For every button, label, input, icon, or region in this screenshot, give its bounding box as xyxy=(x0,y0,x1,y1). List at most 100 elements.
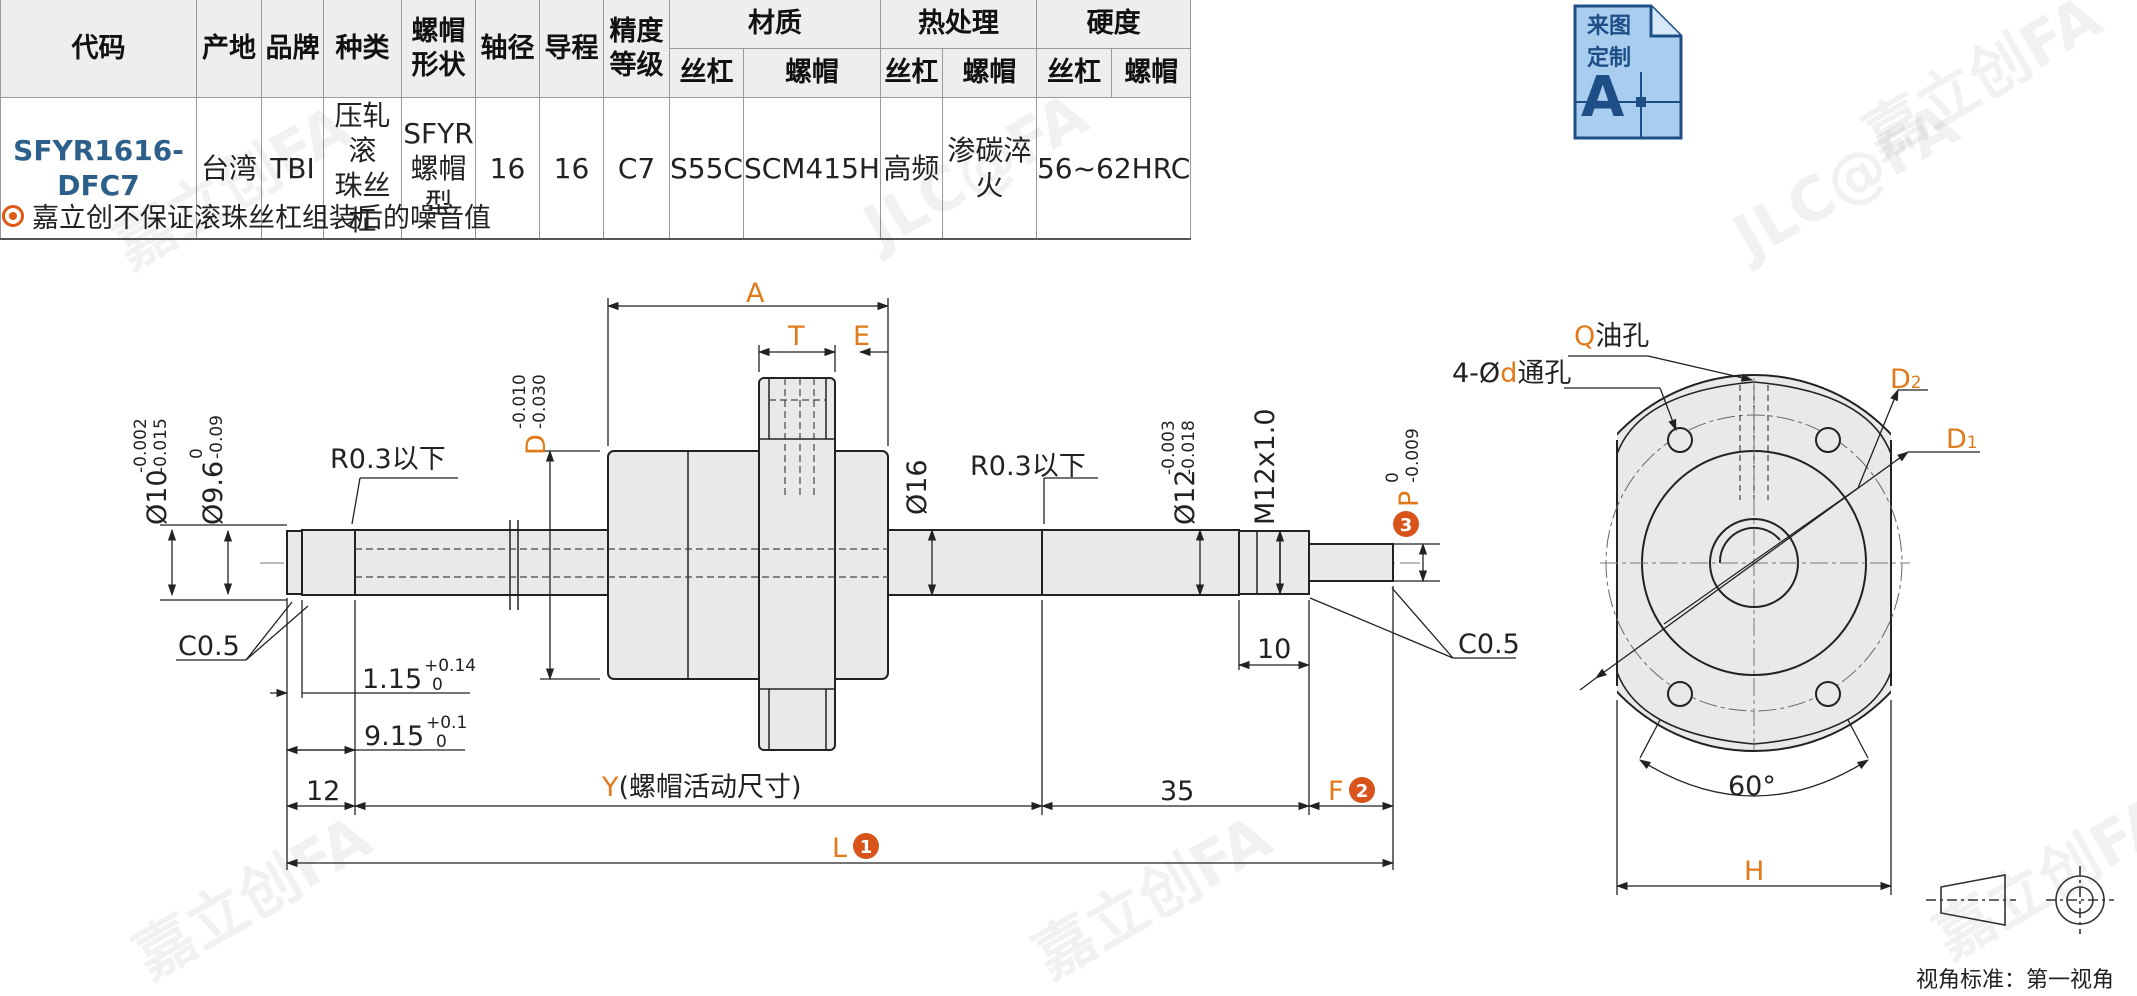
custom-drawing-badge-icon xyxy=(1573,4,1683,140)
side-view: Q油孔 4-Ød通孔 D2 D1 60° H xyxy=(1452,321,1980,895)
header-heat-treatment: 热处理 xyxy=(879,0,1037,49)
dia10-label: Ø10 xyxy=(142,469,173,525)
header-nut-shape-line1: 螺帽 xyxy=(411,15,466,47)
tol-p-up: 0 xyxy=(1383,472,1403,483)
l-badge-number: 1 xyxy=(860,837,873,858)
dim-a-label: A xyxy=(746,278,765,309)
tol-p-low: -0.009 xyxy=(1403,428,1423,483)
holes-d: d xyxy=(1500,358,1517,389)
holes-desc: 通孔 xyxy=(1517,358,1571,389)
watermark-logo: JLC@FA xyxy=(849,80,1100,265)
cell-material-nut: SCM415H xyxy=(742,97,881,240)
dim-e-label: E xyxy=(853,321,870,352)
cell-nut-shape-line1: SFYR xyxy=(403,116,474,150)
cell-hardness: 56~62HRC xyxy=(1035,97,1192,240)
header-nut-shape-line2: 形状 xyxy=(411,49,466,81)
cell-brand: TBI xyxy=(261,97,324,240)
cell-type-line2: 珠丝杠 xyxy=(334,169,391,237)
cell-code: SFYR1616-DFC7 xyxy=(0,97,197,240)
r03-left-label: R0.3以下 xyxy=(330,444,446,475)
shaft-bearing-left xyxy=(301,529,356,596)
spec-table: 代码 产地 品牌 种类 螺帽形状 轴径 导程 精度等级 材质 热处理 硬度 丝杠… xyxy=(0,0,1192,240)
subheader-heat-screw: 丝杠 xyxy=(879,48,943,98)
tol-9-15-up: +0.1 xyxy=(426,713,467,733)
dim-t-label: T xyxy=(787,321,805,352)
cell-precision: C7 xyxy=(603,97,670,240)
d1-sub: 1 xyxy=(1967,433,1978,453)
notice-bullet-icon xyxy=(2,204,24,227)
front-view-labels: A T E D -0.010 -0.030 Ø10 -0.002 -0.015 … xyxy=(131,278,1520,864)
cell-lead: 16 xyxy=(539,97,604,240)
tol-9-6-up: 0 xyxy=(187,448,207,459)
cell-origin: 台湾 xyxy=(196,97,262,240)
dim-12-label: 12 xyxy=(306,776,340,807)
dim-f-label: F xyxy=(1328,776,1344,807)
header-shaft-dia: 轴径 xyxy=(475,0,540,98)
cell-type-line1: 压轧滚 xyxy=(334,99,391,167)
d2-sub: 2 xyxy=(1911,373,1922,393)
header-hardness: 硬度 xyxy=(1035,0,1192,49)
badge-line2: 定制 xyxy=(1587,46,1632,71)
shaft-support-right xyxy=(1041,529,1240,596)
subheader-hardness-nut: 螺帽 xyxy=(1111,48,1192,98)
tol-9-15-low: 0 xyxy=(436,732,447,752)
c05-left-label: C0.5 xyxy=(178,631,240,662)
watermark-brand-3: 嘉立创FA xyxy=(123,802,384,993)
dim-1-15-label: 1.15 xyxy=(362,664,422,695)
c05-right-label: C0.5 xyxy=(1458,629,1520,660)
dim-y-label: Y xyxy=(601,772,619,803)
tol-12-low: -0.018 xyxy=(1179,420,1199,475)
cell-nut-shape-line2: 螺帽型 xyxy=(410,151,467,220)
r03-right-label: R0.3以下 xyxy=(970,451,1086,482)
bolt-hole-icon xyxy=(1667,427,1693,453)
tol-12-up: -0.003 xyxy=(1159,420,1179,475)
l-badge-icon xyxy=(853,833,879,859)
d2-letter: D xyxy=(1890,364,1911,395)
header-precision-line1: 精度 xyxy=(609,15,664,47)
tol-9-6-low: -0.09 xyxy=(207,415,227,459)
header-precision-line2: 等级 xyxy=(609,49,664,81)
q-label: Q xyxy=(1574,321,1595,352)
nut-flange xyxy=(758,377,836,751)
header-nut-shape: 螺帽形状 xyxy=(401,0,476,98)
shaft-thread-right xyxy=(887,529,1043,596)
dia16-label: Ø16 xyxy=(902,459,933,515)
shaft-m12-thread xyxy=(1238,530,1310,595)
watermark-brand-4: 嘉立创FA xyxy=(1023,802,1284,993)
cell-type: 压轧滚珠丝杠 xyxy=(323,97,402,240)
subheader-heat-nut: 螺帽 xyxy=(941,48,1037,98)
dim-d-label: D xyxy=(521,434,552,455)
view-standard-label: 视角标准：第一视角 xyxy=(1916,968,2115,993)
bolt-hole-icon xyxy=(1815,681,1841,707)
d2-label: D2 xyxy=(1890,364,1922,395)
watermark-brand-5: 嘉立创FA xyxy=(1923,782,2137,973)
dim-9-15-label: 9.15 xyxy=(364,721,424,752)
notice-text: 嘉立创不保证滚珠丝杠组装后的噪音值 xyxy=(32,203,491,234)
dimension-lines xyxy=(160,298,1516,870)
dim-10-label: 10 xyxy=(1257,634,1291,665)
header-code: 代码 xyxy=(0,0,197,98)
dim-y-desc: (螺帽活动尺寸) xyxy=(619,772,802,803)
tol-1-15-up: +0.14 xyxy=(424,656,476,676)
shaft-end-left xyxy=(286,530,303,595)
tol-d-up: -0.010 xyxy=(510,374,530,429)
dim-35-label: 35 xyxy=(1160,776,1194,807)
header-brand: 品牌 xyxy=(261,0,324,98)
subheader-material-nut: 螺帽 xyxy=(742,48,881,98)
badge-letter: A xyxy=(1581,65,1625,130)
cell-material-screw: S55C xyxy=(669,97,744,240)
dim-y-group: Y(螺帽活动尺寸) xyxy=(601,772,802,803)
tol-10-up: -0.002 xyxy=(131,418,151,473)
first-angle-projection-icon xyxy=(1926,866,2114,934)
dia12-label: Ø12 xyxy=(1170,469,1201,525)
p-badge-icon xyxy=(1393,511,1419,537)
d1-label: D1 xyxy=(1946,424,1978,455)
header-type: 种类 xyxy=(323,0,402,98)
cell-heat-nut: 渗碳淬火 xyxy=(941,97,1037,240)
m12-label: M12x1.0 xyxy=(1250,408,1281,525)
header-precision: 精度等级 xyxy=(603,0,670,98)
shaft-end-right xyxy=(1308,543,1394,582)
dim-l-label: L xyxy=(832,833,847,864)
